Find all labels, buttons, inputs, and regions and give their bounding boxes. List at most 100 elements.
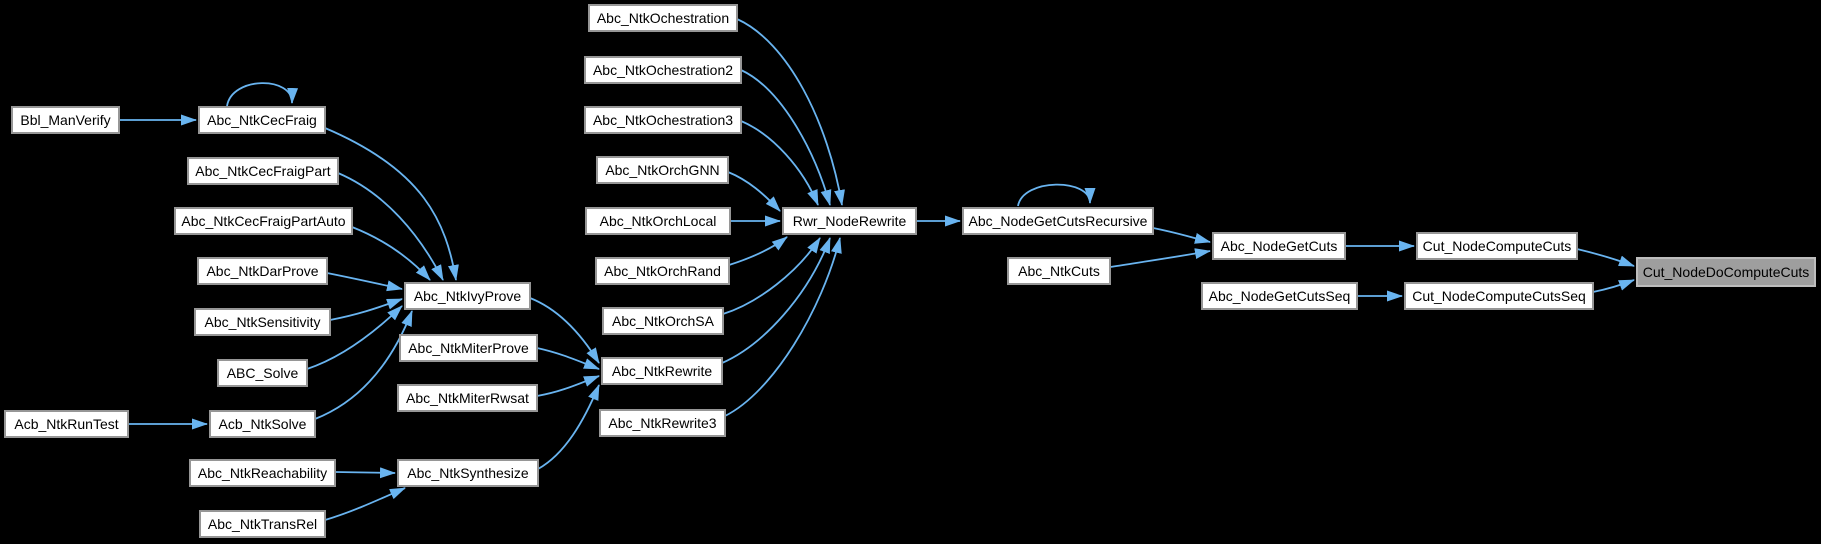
node-label: Abc_NtkOchestration: [597, 10, 729, 26]
node-box: [194, 308, 331, 336]
node-Abc_NtkOrchRand[interactable]: Abc_NtkOrchRand: [595, 257, 730, 285]
node-label: Bbl_ManVerify: [20, 112, 110, 128]
node-label: Abc_NtkReachability: [198, 465, 327, 481]
node-box: [596, 156, 729, 184]
node-box: [187, 157, 339, 185]
node-label: Abc_NtkRewrite3: [608, 415, 716, 431]
node-label: Abc_NodeGetCutsRecursive: [969, 213, 1148, 229]
node-box: [209, 410, 316, 438]
node-Abc_NtkOrchGNN[interactable]: Abc_NtkOrchGNN: [596, 156, 729, 184]
node-box: [397, 459, 539, 487]
node-box: [174, 207, 353, 235]
node-Cut_NodeComputeCuts[interactable]: Cut_NodeComputeCuts: [1416, 232, 1578, 260]
edge-Abc_NtkCecFraigPart-to-Abc_NtkIvyProve: [337, 172, 444, 281]
edge-Abc_NtkOchestration-to-Rwr_NodeRewrite: [736, 18, 845, 206]
node-box: [199, 510, 326, 538]
node-box: [1212, 232, 1346, 260]
node-box: [1636, 257, 1816, 287]
node-label: Abc_NtkOrchSA: [612, 313, 715, 329]
edge-Abc_NtkReachability-to-Abc_NtkSynthesize: [334, 467, 396, 479]
edge-Abc_NtkIvyProve-to-Abc_NtkRewrite: [529, 297, 600, 364]
edge-Abc_NtkCecFraigPartAuto-to-Abc_NtkIvyProve: [351, 226, 431, 281]
node-ABC_Solve[interactable]: ABC_Solve: [217, 359, 308, 387]
node-Abc_NtkTransRel[interactable]: Abc_NtkTransRel: [199, 510, 326, 538]
node-box: [217, 359, 308, 387]
edge-Abc_NtkSynthesize-to-Abc_NtkRewrite: [537, 384, 600, 470]
node-label: Abc_NtkOchestration3: [593, 112, 733, 128]
node-label: Cut_NodeComputeCuts: [1423, 238, 1572, 254]
node-box: [11, 106, 120, 134]
edge-Acb_NtkSolve-to-Abc_NtkIvyProve: [314, 310, 413, 420]
node-label: Abc_NtkCecFraigPart: [195, 163, 330, 179]
node-Abc_NtkCecFraig[interactable]: Abc_NtkCecFraig: [198, 106, 326, 134]
edge-Abc_NtkDarProve-to-Abc_NtkIvyProve: [326, 272, 403, 292]
node-box: [404, 282, 531, 310]
node-box: [4, 410, 129, 438]
node-label: Cut_NodeDoComputeCuts: [1643, 264, 1810, 280]
edge-Abc_NtkTransRel-to-Abc_NtkSynthesize: [324, 487, 406, 521]
node-label: Abc_NtkOrchRand: [604, 263, 721, 279]
node-label: Abc_NtkCecFraig: [207, 112, 317, 128]
node-Abc_NtkDarProve[interactable]: Abc_NtkDarProve: [197, 257, 328, 285]
node-label: Acb_NtkRunTest: [14, 416, 118, 432]
edge-Abc_NtkCuts-to-Abc_NodeGetCuts: [1109, 248, 1211, 268]
node-Bbl_ManVerify[interactable]: Bbl_ManVerify: [11, 106, 120, 134]
node-label: Abc_NtkDarProve: [206, 263, 318, 279]
node-label: Abc_NodeGetCuts: [1221, 238, 1338, 254]
node-Cut_NodeComputeCutsSeq[interactable]: Cut_NodeComputeCutsSeq: [1404, 282, 1594, 310]
node-Rwr_NodeRewrite[interactable]: Rwr_NodeRewrite: [782, 207, 917, 235]
node-Abc_NtkOrchLocal[interactable]: Abc_NtkOrchLocal: [585, 207, 731, 235]
edge-Abc_NtkRewrite-to-Rwr_NodeRewrite: [721, 237, 831, 364]
node-label: Abc_NodeGetCutsSeq: [1209, 288, 1351, 304]
node-Abc_NtkOchestration2[interactable]: Abc_NtkOchestration2: [584, 56, 742, 84]
node-label: Abc_NtkSynthesize: [407, 465, 529, 481]
node-box: [584, 106, 742, 134]
node-box: [602, 307, 724, 335]
node-Abc_NtkCuts[interactable]: Abc_NtkCuts: [1007, 257, 1111, 285]
node-box: [588, 4, 738, 32]
node-label: ABC_Solve: [227, 365, 299, 381]
node-Abc_NodeGetCuts[interactable]: Abc_NodeGetCuts: [1212, 232, 1346, 260]
edge-Abc_NtkMiterRwsat-to-Abc_NtkRewrite: [536, 375, 600, 397]
node-label: Rwr_NodeRewrite: [793, 213, 907, 229]
node-Abc_NtkMiterRwsat[interactable]: Abc_NtkMiterRwsat: [397, 384, 538, 412]
node-Abc_NtkSensitivity[interactable]: Abc_NtkSensitivity: [194, 308, 331, 336]
node-box: [1404, 282, 1594, 310]
node-label: Abc_NtkRewrite: [612, 363, 713, 379]
node-label: Abc_NtkTransRel: [208, 516, 317, 532]
node-label: Abc_NtkCecFraigPartAuto: [181, 213, 345, 229]
node-label: Cut_NodeComputeCutsSeq: [1412, 288, 1586, 304]
edge-Abc_NtkSensitivity-to-Abc_NtkIvyProve: [329, 298, 403, 321]
node-Cut_NodeDoComputeCuts[interactable]: Cut_NodeDoComputeCuts: [1636, 257, 1816, 287]
node-Abc_NtkOrchSA[interactable]: Abc_NtkOrchSA: [602, 307, 724, 335]
node-Abc_NtkOchestration[interactable]: Abc_NtkOchestration: [588, 4, 738, 32]
edge-Abc_NodeGetCutsRecursive-to-Abc_NodeGetCutsRecursive: [1017, 183, 1096, 207]
node-Abc_NodeGetCutsRecursive[interactable]: Abc_NodeGetCutsRecursive: [962, 207, 1154, 235]
node-Abc_NtkCecFraigPartAuto[interactable]: Abc_NtkCecFraigPartAuto: [174, 207, 353, 235]
edge-Abc_NtkRewrite3-to-Rwr_NodeRewrite: [724, 237, 842, 417]
node-Abc_NtkSynthesize[interactable]: Abc_NtkSynthesize: [397, 459, 539, 487]
edge-Abc_NtkCecFraig-to-Abc_NtkCecFraig: [226, 82, 299, 107]
node-label: Abc_NtkOrchLocal: [600, 213, 717, 229]
node-Acb_NtkRunTest[interactable]: Acb_NtkRunTest: [4, 410, 129, 438]
node-box: [1201, 282, 1358, 310]
node-Abc_NtkOchestration3[interactable]: Abc_NtkOchestration3: [584, 106, 742, 134]
node-Abc_NtkMiterProve[interactable]: Abc_NtkMiterProve: [399, 334, 538, 362]
edge-Abc_NtkOrchRand-to-Rwr_NodeRewrite: [728, 236, 788, 266]
node-box: [599, 409, 726, 437]
node-Acb_NtkSolve[interactable]: Acb_NtkSolve: [209, 410, 316, 438]
node-label: Abc_NtkMiterRwsat: [406, 390, 529, 406]
node-box: [189, 459, 336, 487]
node-Abc_NtkCecFraigPart[interactable]: Abc_NtkCecFraigPart: [187, 157, 339, 185]
node-Abc_NtkIvyProve[interactable]: Abc_NtkIvyProve: [404, 282, 531, 310]
edge-Abc_NtkOchestration3-to-Rwr_NodeRewrite: [740, 120, 819, 206]
node-label: Abc_NtkCuts: [1018, 263, 1100, 279]
edge-Cut_NodeComputeCuts-to-Cut_NodeDoComputeCuts: [1576, 248, 1635, 267]
node-Abc_NodeGetCutsSeq[interactable]: Abc_NodeGetCutsSeq: [1201, 282, 1358, 310]
node-Abc_NtkRewrite[interactable]: Abc_NtkRewrite: [601, 357, 723, 385]
node-label: Abc_NtkIvyProve: [414, 288, 522, 304]
node-box: [595, 257, 730, 285]
edge-Abc_NtkOrchSA-to-Rwr_NodeRewrite: [722, 237, 821, 315]
node-Abc_NtkRewrite3[interactable]: Abc_NtkRewrite3: [599, 409, 726, 437]
node-Abc_NtkReachability[interactable]: Abc_NtkReachability: [189, 459, 336, 487]
